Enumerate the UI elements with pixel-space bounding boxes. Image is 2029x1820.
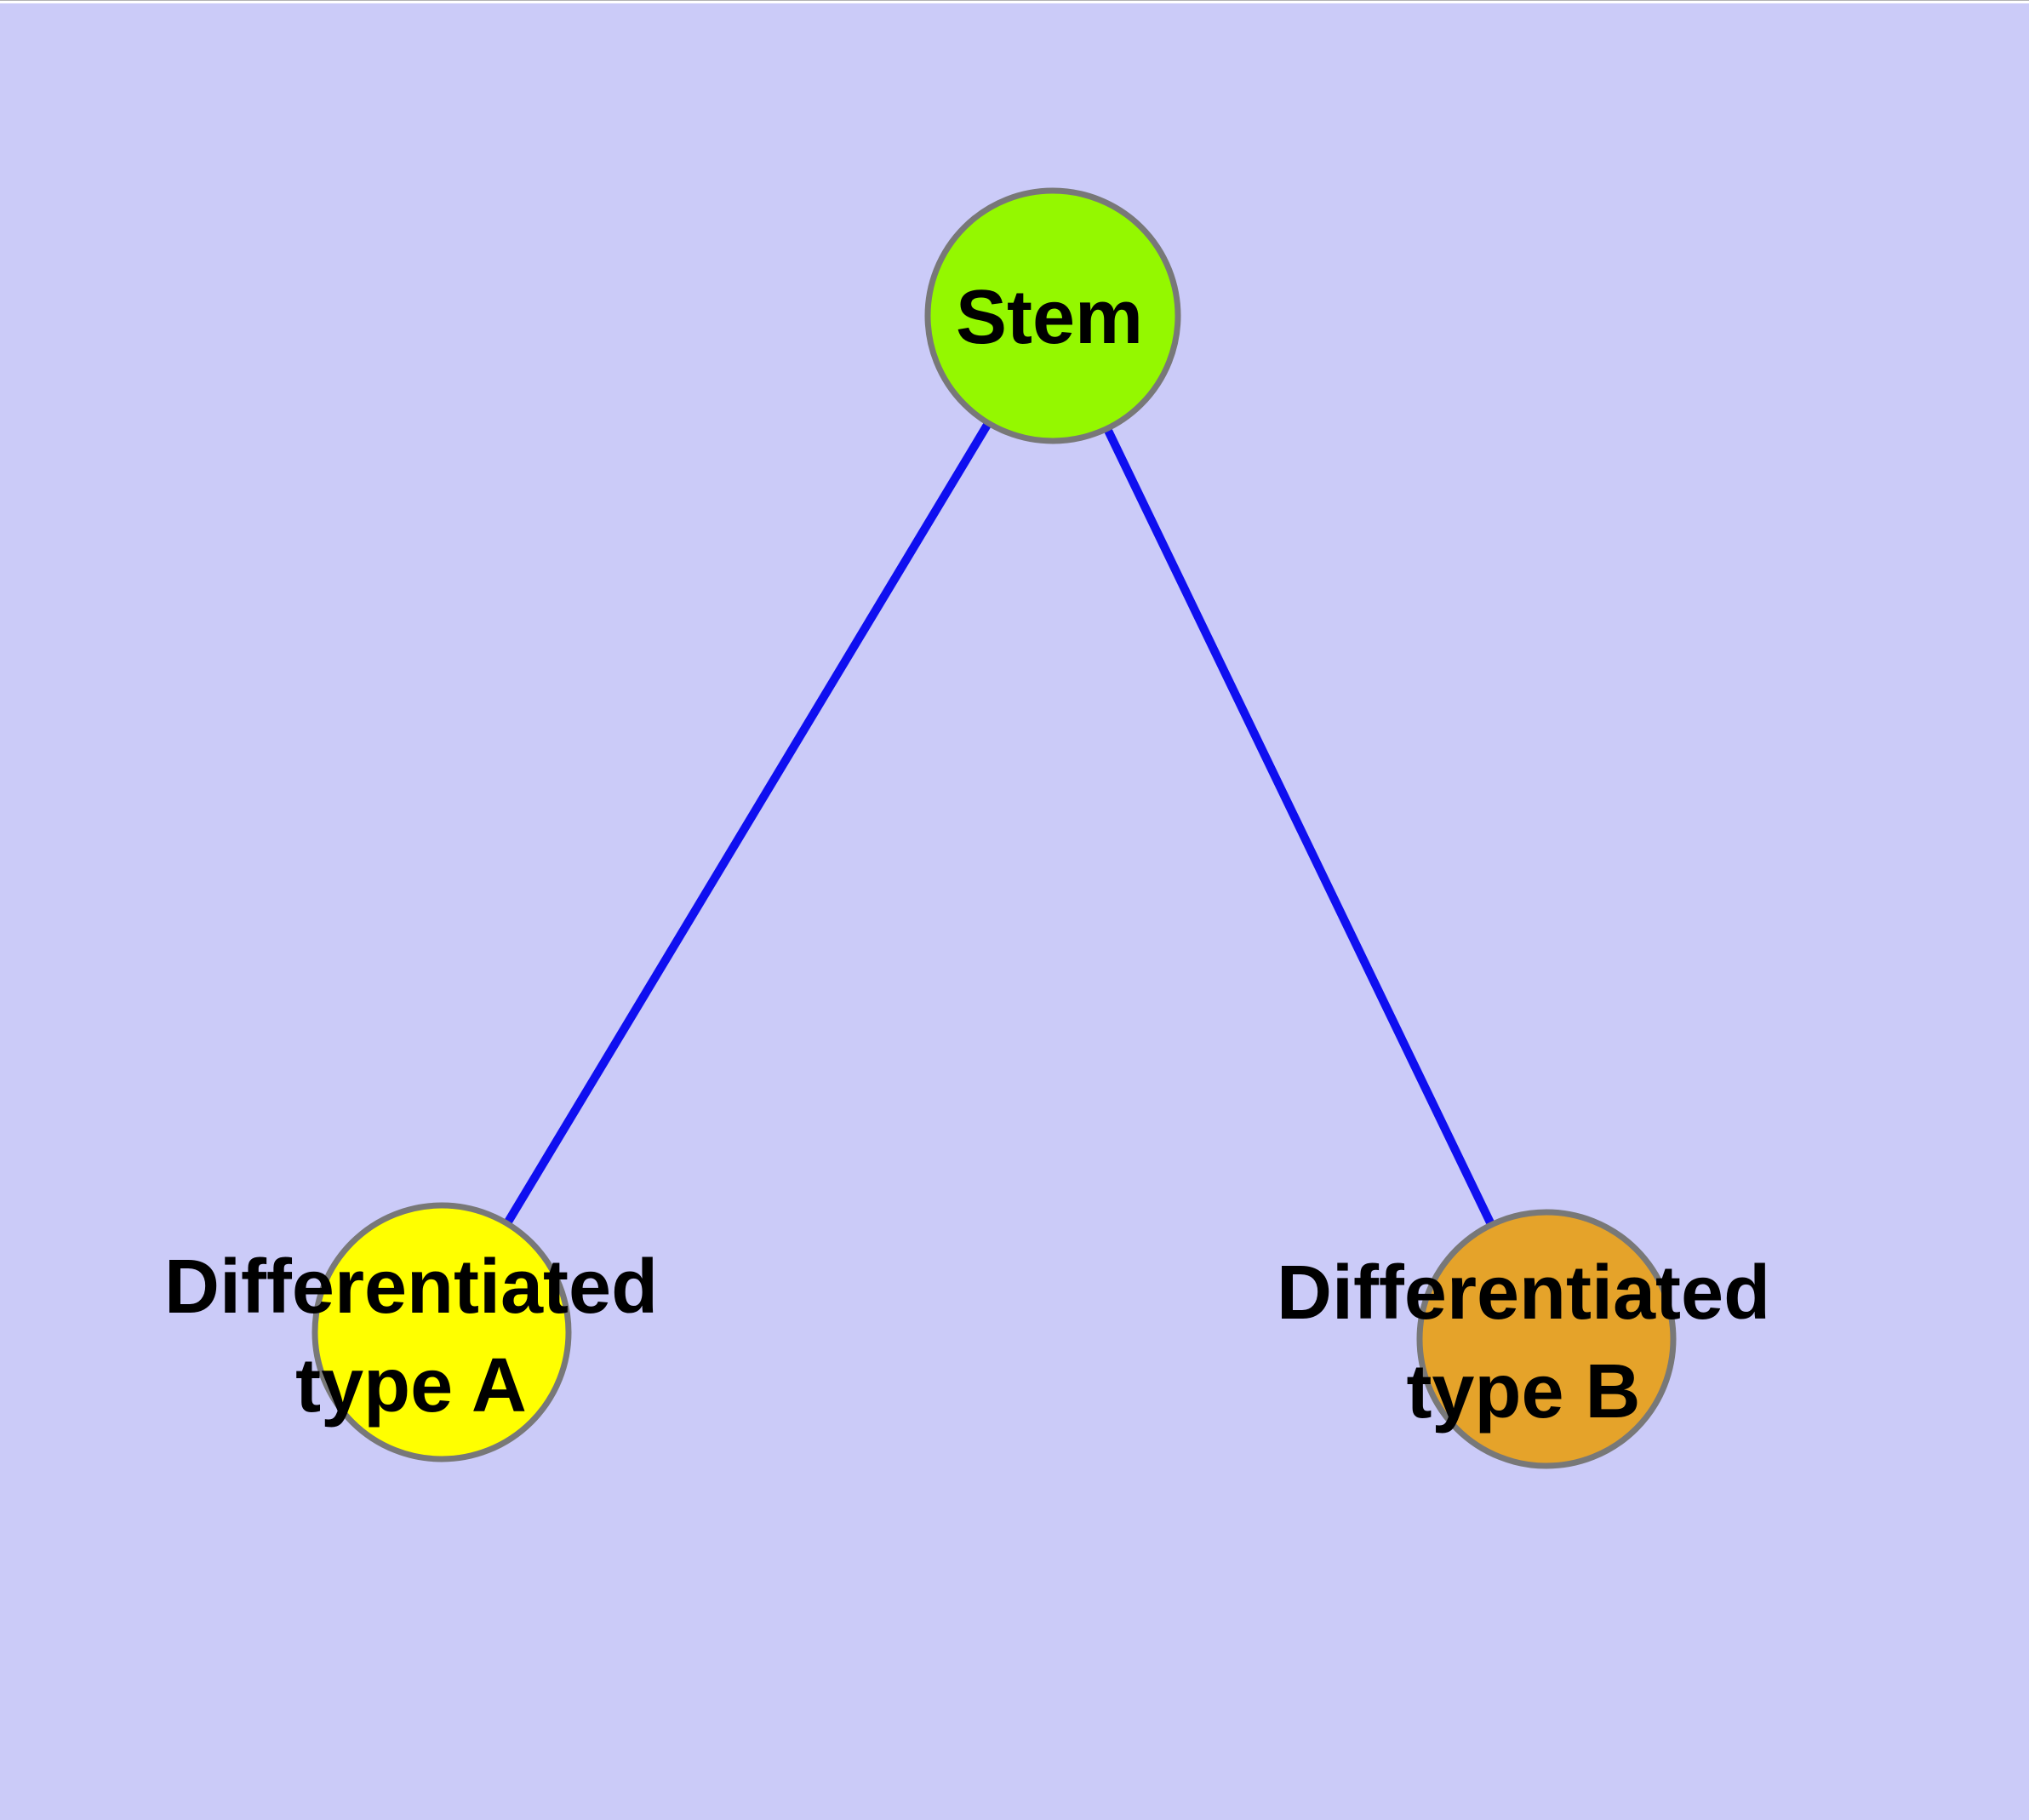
node-circle-type-a: [311, 1202, 572, 1462]
node-label-type-b: Differentiated type B: [1276, 1251, 1771, 1434]
node-circle-stem: [924, 187, 1181, 444]
edge-stem-to-type-a: [437, 313, 1057, 1335]
node-label-stem: Stem: [955, 275, 1144, 360]
node-circle-type-b: [1416, 1209, 1677, 1469]
node-label-type-a: Differentiated type A: [163, 1245, 659, 1428]
top-border-line: [0, 0, 2029, 1]
edge-stem-to-type-b: [1049, 313, 1551, 1342]
